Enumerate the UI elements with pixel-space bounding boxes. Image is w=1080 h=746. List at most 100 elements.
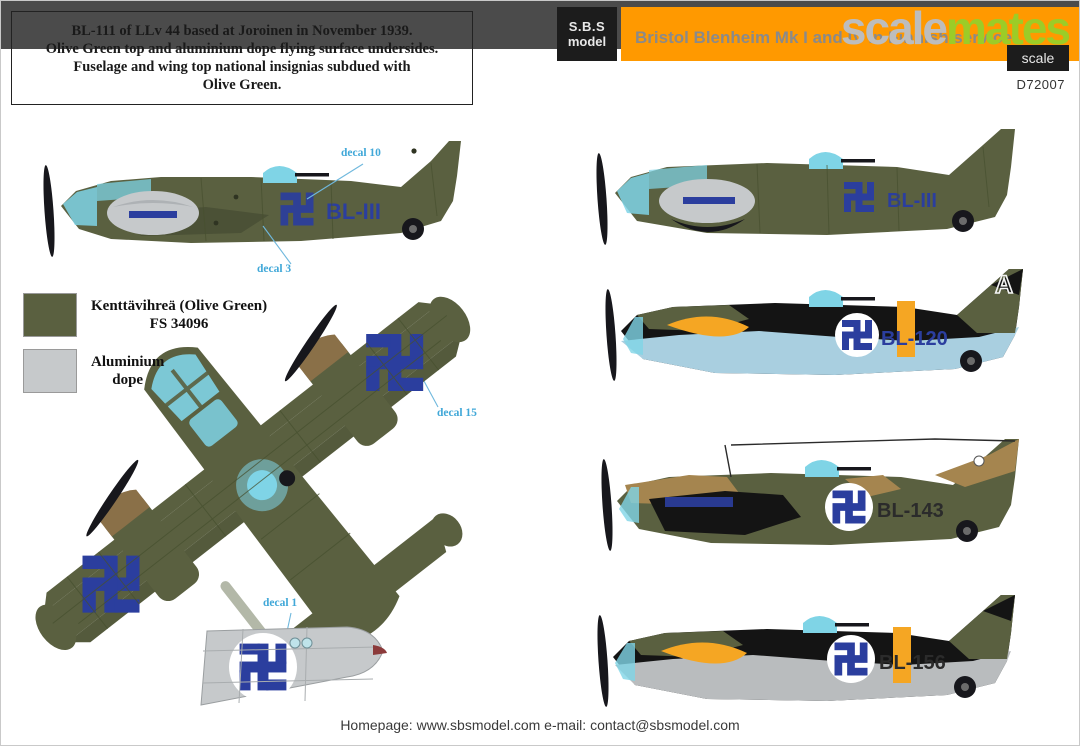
profile-1: BL-III — [594, 129, 1015, 246]
profile-2-turret-icon — [809, 290, 843, 307]
rivet-dot — [213, 220, 219, 226]
profile-1-shadow — [671, 219, 745, 232]
profile-4: BL-156 — [595, 595, 1015, 708]
footer-contact: Homepage: www.sbsmodel.com e-mail: conta… — [340, 717, 740, 733]
profile-1-panel-lines — [756, 146, 990, 235]
profile-4-turret-icon — [803, 616, 837, 633]
scale-badge-label: scale — [1021, 50, 1055, 66]
wingtip-right — [429, 296, 471, 343]
profile-1-propeller — [594, 152, 610, 246]
propeller-left — [41, 164, 57, 258]
kit-title-banner — [621, 7, 1079, 61]
profile-2-nose-glazing-icon — [623, 317, 643, 355]
notes-line-3: Fuselage and wing top national insignias… — [73, 59, 411, 75]
profile-3: BL-143 — [599, 438, 1019, 552]
rivet-dot — [233, 194, 239, 200]
profile-4-turret-gun-icon — [835, 623, 869, 627]
profile-3-nacelle-stripe — [665, 497, 733, 507]
panel-lines-main — [200, 162, 438, 242]
callout-decal-10: decal 10 — [341, 147, 381, 159]
walkway-stripe — [220, 581, 268, 639]
profile-3-antenna-wire — [724, 438, 1016, 478]
profile-3-turret-icon — [805, 460, 839, 477]
notes-line-2: Olive Green top and aluminium dope flyin… — [45, 41, 439, 57]
profile-4-insignia — [834, 642, 868, 676]
profile-1-nose-glazing-icon — [617, 173, 649, 215]
profile-3-insignia — [832, 490, 866, 524]
kit-title: Bristol Blenheim Mk I and IV in Finnish … — [635, 28, 1012, 47]
dorsal-turret-icon — [263, 166, 297, 183]
main-left-profile: BL-III — [41, 141, 461, 258]
profile-1-insignia — [844, 182, 874, 212]
wingtip-left — [35, 604, 77, 651]
profile-code-main: BL-III — [326, 199, 381, 224]
notes-box: BL-111 of LLv 44 based at Joroinen in No… — [11, 11, 473, 105]
plan-turret-gun-icon — [279, 470, 296, 487]
wing-insignia-stbd — [366, 334, 424, 392]
legend-swatch-alu — [23, 349, 77, 393]
nose-glazing-icon — [63, 187, 97, 226]
legend-name-olive: Kenttävihreä (Olive Green) — [91, 298, 268, 314]
profile-2-nose-band — [667, 316, 749, 337]
watermark-mates-text: mates — [946, 2, 1071, 54]
plan-turret-dome-icon — [247, 470, 278, 501]
profile-1-turret-gun-icon — [841, 159, 875, 163]
wheel-hub — [409, 225, 417, 233]
tailplane-tip-right — [431, 513, 463, 547]
plan-canopy-icon — [189, 399, 238, 447]
callout-decal-1: decal 1 — [263, 597, 298, 609]
notes-line-1: BL-111 of LLv 44 based at Joroinen in No… — [71, 23, 413, 39]
legend-item-olive: Kenttävihreä (Olive Green) FS 34096 — [23, 293, 267, 337]
rivet-dot — [411, 148, 417, 154]
underside-wing-detail — [200, 626, 387, 706]
sbs-model-logo: S.B.S model — [557, 7, 617, 61]
sbs-logo-line2: model — [567, 33, 607, 49]
profile-3-code: BL-143 — [877, 500, 944, 522]
nav-light-icon — [373, 645, 387, 655]
profile-1-hub — [959, 217, 967, 225]
landing-light-icon — [289, 637, 301, 649]
plan-view-aircraft — [35, 296, 471, 692]
product-code: D72007 — [1016, 77, 1065, 92]
nacelle-stripe — [129, 211, 177, 218]
glazing-frames — [163, 368, 211, 410]
underside-insignia — [239, 643, 287, 691]
profile-2-insignia — [842, 320, 872, 350]
sbs-logo-line1: S.B.S — [568, 18, 606, 34]
profile-1-code: BL-III — [887, 190, 937, 212]
profile-2-fuselage-band — [897, 301, 915, 357]
profile-2: BL-120 A — [603, 269, 1023, 382]
plan-panel-lines — [52, 315, 448, 629]
color-legend: Kenttävihreä (Olive Green) FS 34096 Alum… — [23, 293, 267, 405]
legend-item-alu: Aluminium dope — [23, 349, 267, 393]
profile-4-nose-glazing-icon — [615, 643, 635, 681]
profile-4-tail-black — [983, 595, 1015, 621]
turret-gun-icon — [295, 173, 329, 177]
profile-3-camo-tan-mid — [845, 475, 901, 497]
profile-2-propeller — [603, 288, 619, 382]
profile-3-propeller — [599, 458, 615, 552]
profile-3-nose-glazing-icon — [619, 487, 639, 523]
profile-4-fuselage-band — [893, 627, 911, 683]
legend-code-alu: dope — [112, 372, 144, 388]
underside-panel-lines — [202, 626, 378, 704]
profile-2-hub — [967, 357, 975, 365]
profile-2-underside — [621, 327, 1019, 375]
profile-4-hub — [961, 683, 969, 691]
scale-badge: scale — [1007, 45, 1069, 71]
profile-4-nose-band — [661, 642, 747, 664]
profile-3-marking-dot — [973, 455, 985, 467]
nacelle-shade — [113, 200, 193, 207]
callout-decal-15: decal 15 — [437, 407, 477, 419]
profile-2-tail-letter: A — [995, 271, 1013, 299]
profile-4-propeller — [595, 614, 611, 708]
callout-decal-3: decal 3 — [257, 263, 292, 275]
profile-2-tail-black — [991, 269, 1023, 295]
profile-2-code: BL-120 — [881, 328, 948, 350]
profile-3-hub — [963, 527, 971, 535]
profile-3-turret-gun-icon — [837, 467, 871, 471]
profile-4-code: BL-156 — [879, 652, 946, 674]
legend-code-olive: FS 34096 — [149, 316, 209, 332]
